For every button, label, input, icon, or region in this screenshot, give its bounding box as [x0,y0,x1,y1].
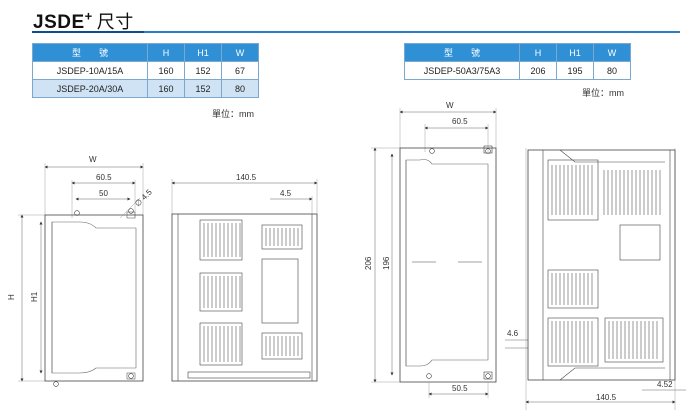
dim-small-w: W [89,155,97,164]
title-underline [32,31,680,33]
dim-large-50-5: 50.5 [452,384,468,393]
spec-table-large: 型 號 H H1 W JSDEP-50A3/75A3 206 195 80 [404,43,631,80]
dim-small-h1: H1 [30,291,39,302]
large-front-view [371,108,497,398]
dim-large-4-52: 4.52 [657,380,673,389]
dim-large-60-5: 60.5 [452,117,468,126]
title-main: JSDE [33,12,85,33]
cell-w: 80 [593,61,631,80]
table-header-row: 型 號 H H1 W [32,43,259,62]
header-w: W [593,43,631,62]
spec-table-small: 型 號 H H1 W JSDEP-10A/15A 160 152 67 JSDE… [32,43,259,98]
table-row: JSDEP-10A/15A 160 152 67 [32,61,259,80]
page-title: JSDE+尺寸 [33,8,134,34]
dim-small-side-4-5: 4.5 [280,189,292,198]
dim-large-4-6: 4.6 [507,329,519,338]
table-header-row: 型 號 H H1 W [404,43,631,62]
small-front-view [18,163,144,387]
dim-small-h: H [7,294,16,300]
header-h: H [519,43,557,62]
cell-model: JSDEP-50A3/75A3 [404,61,520,80]
unit-label: 單位：mm [212,109,254,119]
dim-large-206: 206 [364,256,373,270]
header-model: 型 號 [32,43,148,62]
dim-large-196: 196 [382,256,391,270]
dim-large-w: W [446,101,454,110]
unit-label: 單位：mm [582,88,624,98]
dim-small-hole: ∅ 4.5 [133,187,154,208]
dim-small-60-5: 60.5 [96,173,112,182]
dim-small-depth: 140.5 [236,173,257,182]
dim-small-50: 50 [99,189,108,198]
cell-w: 80 [221,79,259,98]
header-h: H [147,43,185,62]
title-sup: + [84,8,93,24]
large-side-view [505,148,686,410]
small-side-view [171,179,318,382]
cell-h1: 152 [184,79,222,98]
dim-large-depth: 140.5 [596,393,617,402]
table-row: JSDEP-50A3/75A3 206 195 80 [404,61,631,80]
table-row: JSDEP-20A/30A 160 152 80 [32,79,259,98]
title-cn: 尺寸 [96,12,134,33]
cell-h1: 195 [556,61,594,80]
cell-w: 67 [221,61,259,80]
cell-model: JSDEP-20A/30A [32,79,148,98]
